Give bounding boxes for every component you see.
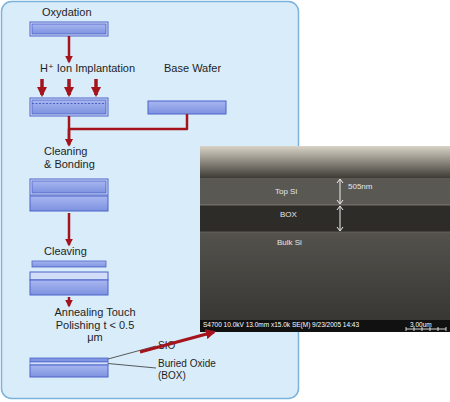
- sem-box: [200, 205, 450, 232]
- leader-line: [108, 364, 156, 369]
- oxide-layer: [30, 179, 108, 195]
- process-arrow: [68, 116, 71, 145]
- sem-label: 3.00um: [410, 321, 448, 329]
- process-arrow: [69, 114, 187, 145]
- base-wafer: [148, 101, 226, 114]
- sem-label: BOX: [280, 210, 320, 220]
- wafer: [32, 24, 106, 34]
- layer-label: Buried Oxide (BOX): [158, 358, 230, 382]
- wafer-step: Oxydation: [30, 6, 120, 36]
- implant-arrow: [67, 79, 71, 95]
- base-wafer: [30, 196, 108, 211]
- wafer: [32, 100, 106, 114]
- process-arrow: [68, 213, 71, 245]
- process-arrow: [140, 332, 214, 352]
- sem-interface: [200, 205, 450, 206]
- sem-top-si: [200, 178, 450, 205]
- cleaved-wafer: [32, 261, 106, 267]
- process-arrow: [68, 297, 71, 306]
- sem-interface: [200, 232, 450, 233]
- sem-label: S4700 10.0kV 13.0mm x15.0k SE(M) 9/23/20…: [203, 321, 403, 329]
- sio-layer: [30, 358, 108, 362]
- wafer-step: H⁺ Ion Implantation: [30, 62, 170, 116]
- step-heading: Cleaving: [44, 245, 114, 258]
- wafer-step: Cleaving: [30, 245, 120, 297]
- sem-surface: [200, 146, 450, 178]
- implant-arrow: [40, 79, 44, 95]
- oxide-layer: [30, 22, 108, 36]
- oxide-layer: [30, 272, 108, 280]
- layer-label: SIO: [158, 340, 198, 352]
- sem-image: Top Si 505nmBOX Bulk Si S4700 10.0kV 13.0mm…: [200, 146, 450, 332]
- process-arrow: [68, 36, 71, 62]
- step-heading: H⁺ Ion Implantation: [40, 62, 160, 75]
- step-heading: Base Wafer: [164, 62, 236, 75]
- leader-line: [108, 346, 156, 359]
- sem-label: 505nm: [348, 182, 393, 192]
- oxide-layer: [30, 98, 108, 116]
- step-heading: Oxydation: [42, 6, 112, 19]
- sem-label: Top Si: [275, 187, 320, 197]
- sem-label: Bulk Si: [277, 238, 322, 248]
- dimension-arrow: [337, 179, 343, 204]
- wafer-step: Annealing Touch Polishing t < 0.5 μm: [30, 306, 140, 378]
- dimension-arrow: [337, 206, 343, 231]
- wafer: [32, 181, 106, 193]
- sem-bulk: [200, 232, 450, 320]
- step-heading: Annealing Touch Polishing t < 0.5 μm: [54, 306, 136, 344]
- step-heading: Cleaning & Bonding: [44, 145, 96, 170]
- wafer-step: Base Wafer: [148, 62, 238, 114]
- implant-arrow: [94, 79, 98, 95]
- sem-info-bar: [200, 320, 450, 332]
- base-wafer: [30, 280, 108, 295]
- wafer-step: Cleaning & Bonding: [30, 145, 120, 213]
- base-wafer: [30, 365, 108, 377]
- implant-line: [32, 103, 106, 104]
